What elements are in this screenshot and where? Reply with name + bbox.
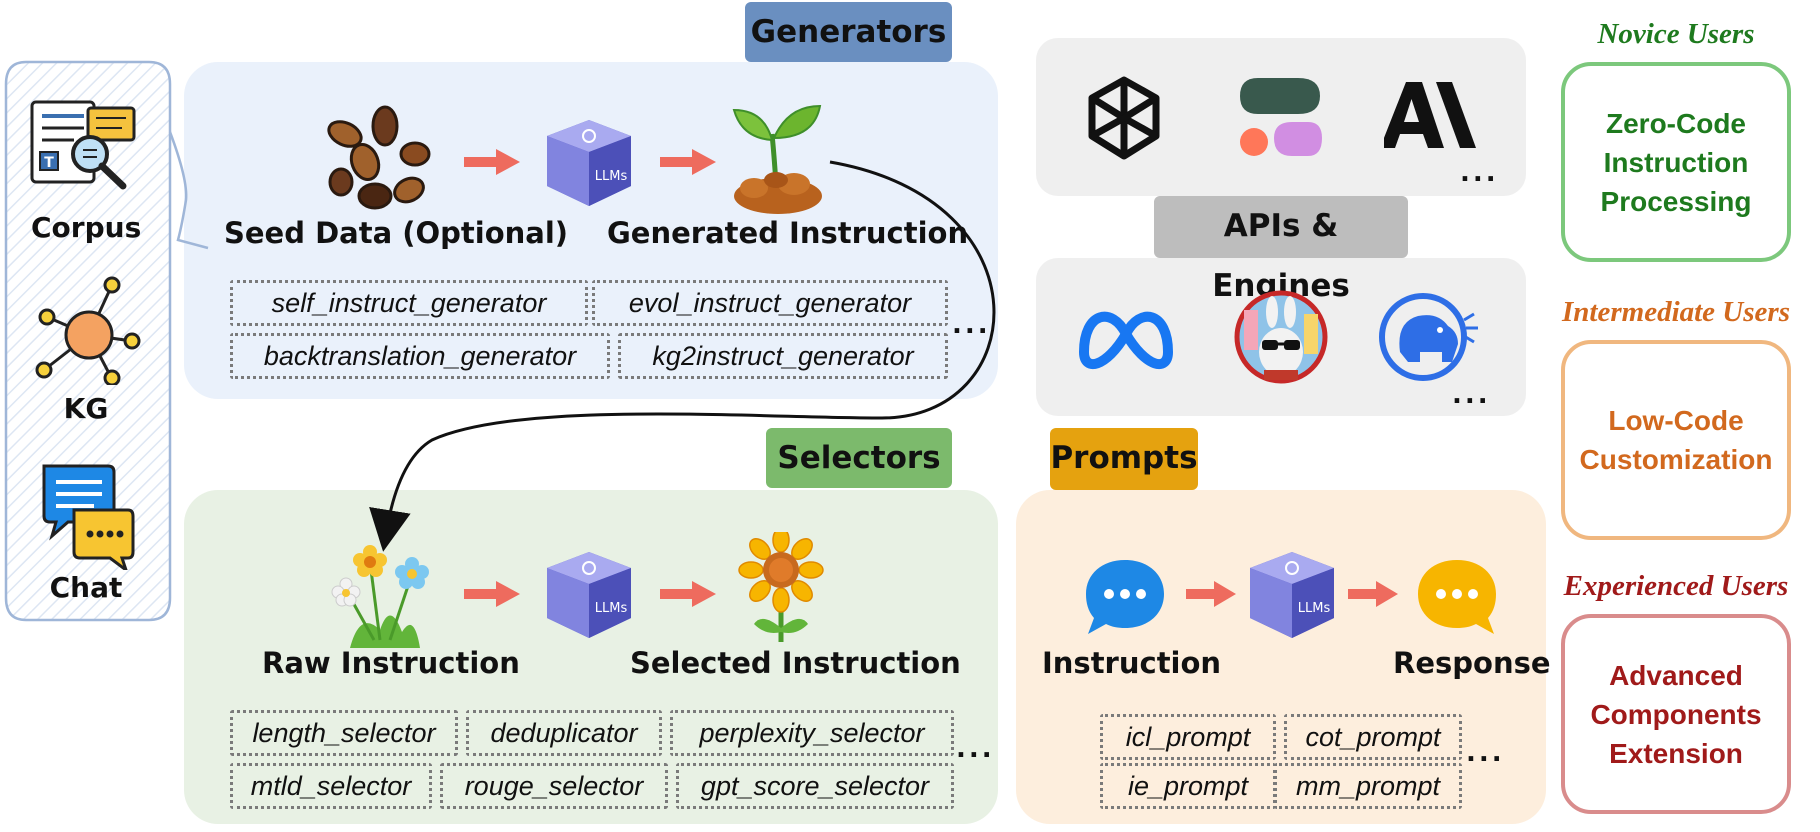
cohere-icon — [1238, 76, 1324, 158]
arrow-icon — [464, 149, 520, 175]
novice-users-title: Novice Users — [1597, 18, 1755, 50]
anthropic-icon — [1380, 82, 1476, 148]
arrow-icon — [1348, 581, 1398, 607]
prompts-more: ... — [1466, 738, 1505, 768]
selector-chip: deduplicator — [466, 710, 662, 756]
prompt-chip: ie_prompt — [1100, 763, 1276, 809]
svg-text:T: T — [44, 155, 54, 171]
sunflower-icon — [736, 527, 826, 644]
prompts-panel — [1016, 490, 1546, 824]
kg-label: KG — [63, 392, 109, 425]
seeds-icon — [325, 104, 431, 216]
sprout-icon — [728, 104, 828, 216]
selector-chip: length_selector — [230, 710, 458, 756]
chat-icon — [38, 460, 138, 575]
selectors-tag: Selectors — [766, 428, 952, 488]
selector-chip: gpt_score_selector — [676, 763, 954, 809]
apis-engines-tag: APIs & Engines — [1154, 196, 1408, 304]
arrow-icon — [464, 581, 520, 607]
selector-chip: mtld_selector — [230, 763, 432, 809]
prompt-chip: icl_prompt — [1100, 714, 1276, 760]
llama-avatar-icon — [1234, 290, 1328, 384]
response-bubble-icon — [1414, 556, 1500, 638]
corpus-label: Corpus — [31, 211, 142, 244]
arrow-icon — [1186, 581, 1236, 607]
llm-cube-icon: LLMs — [545, 550, 633, 640]
meta-icon — [1076, 302, 1176, 372]
prompts-tag: Prompts — [1050, 428, 1198, 490]
experienced-users-title: Experienced Users — [1563, 570, 1789, 602]
intermediate-users-box: Low-Code Customization — [1561, 340, 1791, 540]
selectors-panel — [184, 490, 998, 824]
llm-cube-text: LLMs — [595, 601, 628, 616]
generator-chip: self_instruct_generator — [230, 280, 588, 326]
llm-cube-text: LLMs — [595, 169, 628, 184]
arrow-icon — [660, 149, 716, 175]
corpus-icon: T — [28, 98, 148, 198]
experienced-users-box: Advanced Components Extension — [1561, 614, 1791, 814]
raw-instruction-label: Raw Instruction — [262, 646, 520, 680]
generator-chip: kg2instruct_generator — [618, 333, 948, 379]
generator-chip: backtranslation_generator — [230, 333, 610, 379]
response-label: Response — [1393, 646, 1551, 680]
chat-label: Chat — [49, 571, 123, 604]
llm-cube-icon: LLMs — [545, 118, 633, 208]
apis-more-bottom: ... — [1452, 380, 1491, 410]
flowers-icon — [330, 540, 430, 648]
arrow-icon — [660, 581, 716, 607]
prompt-chip: mm_prompt — [1274, 763, 1462, 809]
sources-connector — [168, 131, 209, 250]
generator-chip: evol_instruct_generator — [592, 280, 948, 326]
generators-more: ... — [952, 310, 991, 340]
ollama-icon — [1378, 292, 1484, 382]
llm-cube-text: LLMs — [1298, 601, 1331, 616]
apis-more-top: ... — [1460, 158, 1499, 188]
selector-chip: perplexity_selector — [670, 710, 954, 756]
openai-icon — [1078, 72, 1170, 164]
selectors-more: ... — [956, 734, 995, 764]
generators-tag: Generators — [745, 2, 952, 62]
intermediate-users-title: Intermediate Users — [1562, 296, 1790, 328]
novice-users-box: Zero-Code Instruction Processing — [1561, 62, 1791, 262]
instruction-label: Instruction — [1042, 646, 1222, 680]
knowledge-graph-icon — [32, 275, 142, 387]
generated-instruction-label: Generated Instruction — [607, 216, 969, 250]
selected-instruction-label: Selected Instruction — [630, 646, 961, 680]
seed-data-label: Seed Data (Optional) — [224, 216, 569, 250]
llm-cube-icon: LLMs — [1248, 550, 1336, 640]
prompt-chip: cot_prompt — [1284, 714, 1462, 760]
selector-chip: rouge_selector — [440, 763, 668, 809]
instruction-bubble-icon — [1082, 556, 1168, 638]
